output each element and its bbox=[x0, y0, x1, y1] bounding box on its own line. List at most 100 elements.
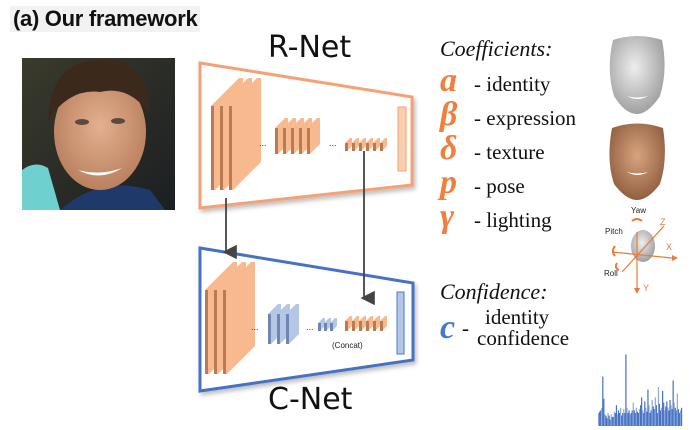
histogram-bar bbox=[634, 413, 636, 426]
delta-symbol: δ bbox=[440, 130, 458, 167]
rnet-conv-layer-mid-edge bbox=[299, 128, 302, 154]
histogram-bar bbox=[661, 407, 663, 426]
histogram-bar bbox=[633, 410, 635, 426]
histogram-bar bbox=[669, 400, 671, 426]
histogram-bar bbox=[622, 413, 624, 426]
histogram-bar bbox=[636, 411, 639, 426]
histogram-bar bbox=[635, 407, 637, 426]
histogram-bar bbox=[672, 380, 674, 426]
pose-axes-diagram bbox=[611, 218, 678, 294]
pose-pitch-label: Pitch bbox=[605, 227, 623, 236]
histogram-bar bbox=[647, 389, 649, 426]
histogram-bar bbox=[679, 410, 682, 426]
cnet-conv-layer-large-edge bbox=[214, 290, 217, 374]
coef-item-pose: p - pose bbox=[440, 164, 525, 201]
histogram-bar bbox=[642, 410, 644, 426]
histogram-bar bbox=[627, 413, 629, 426]
cnet-concat-layer-edge bbox=[380, 321, 383, 331]
histogram-bar bbox=[616, 414, 619, 426]
alpha-symbol: a bbox=[440, 62, 457, 99]
histogram-bar bbox=[601, 407, 603, 426]
cnet-conv-layer-mid bbox=[286, 304, 299, 344]
histogram-bar bbox=[609, 419, 611, 426]
cnet-conv-layer-large-edge bbox=[205, 290, 208, 374]
histogram-bar bbox=[651, 400, 653, 426]
rnet-conv-layer-mid-edge bbox=[307, 128, 310, 154]
histogram-bar bbox=[662, 390, 664, 426]
histogram-bar bbox=[611, 416, 613, 426]
histogram-bar bbox=[600, 410, 602, 426]
histogram-bar bbox=[646, 411, 648, 426]
histogram-bar bbox=[598, 413, 600, 426]
input-face-photo bbox=[22, 58, 175, 210]
histogram-bar bbox=[613, 411, 615, 426]
cnet-conv-layer-mid-edge bbox=[268, 314, 271, 344]
histogram-bar bbox=[663, 402, 665, 426]
rnet-ellipsis-2: ... bbox=[329, 138, 337, 148]
coef-item-lighting: γ - lighting bbox=[440, 198, 552, 235]
confidence-heading: Confidence: bbox=[440, 279, 548, 304]
cnet-conv-layer-small-edge bbox=[324, 323, 327, 331]
histogram-bar bbox=[619, 413, 621, 426]
rnet-conv-layer-small-edge bbox=[352, 143, 355, 151]
cnet-conv-layer-mid-edge bbox=[286, 314, 289, 344]
cnet-ellipsis-1: ... bbox=[251, 322, 259, 332]
histogram-bar bbox=[657, 387, 660, 426]
histogram-bar bbox=[620, 407, 622, 426]
histogram-bar bbox=[615, 405, 618, 426]
rnet-conv-layer-large-edge bbox=[229, 106, 232, 190]
pose-y-label: Y bbox=[643, 283, 649, 293]
confidence-legend: Confidence: c - identity confidence bbox=[440, 279, 570, 350]
rnet-label: R-Net bbox=[268, 30, 352, 65]
histogram-bar bbox=[670, 405, 672, 426]
concat-label: (Concat) bbox=[332, 341, 363, 350]
histogram-bar bbox=[666, 401, 668, 426]
pose-x-label: X bbox=[666, 242, 672, 252]
histogram-bar bbox=[677, 409, 679, 426]
histogram-bar bbox=[665, 406, 667, 426]
cnet-concat-layer-edge bbox=[345, 321, 348, 331]
histogram-bar bbox=[655, 405, 657, 426]
cnet-ellipsis-2: ... bbox=[306, 322, 314, 332]
histogram-bar bbox=[612, 416, 614, 426]
histogram-bar bbox=[674, 407, 676, 426]
pose-yaw-label: Yaw bbox=[631, 206, 646, 215]
histogram-bar bbox=[656, 413, 658, 426]
coefficients-heading: Coefficients: bbox=[440, 36, 553, 61]
rnet-conv-layer-large bbox=[229, 78, 261, 190]
histogram-bar bbox=[640, 405, 642, 426]
histogram-bar bbox=[607, 413, 609, 426]
histogram-bar bbox=[638, 409, 641, 426]
histogram-bar bbox=[625, 354, 627, 426]
rnet-conv-layer-small-edge bbox=[373, 143, 376, 151]
reconstructed-textured-face bbox=[609, 123, 665, 200]
rnet-layers bbox=[211, 78, 407, 190]
rnet-conv-layer-mid-edge bbox=[275, 128, 278, 154]
histogram-bar bbox=[658, 403, 661, 426]
rnet-conv-layer-small-edge bbox=[359, 143, 362, 151]
rnet-conv-layer-large-edge bbox=[211, 106, 214, 190]
histogram-bar bbox=[624, 413, 626, 426]
cnet-label: C-Net bbox=[268, 382, 353, 417]
histogram-bar bbox=[654, 397, 656, 426]
cnet-conv-layer-small-edge bbox=[330, 323, 333, 331]
coef-item-identity: a - identity bbox=[440, 62, 551, 99]
coefficients-legend: Coefficients: a - identity β - expressio… bbox=[440, 36, 576, 235]
histogram-bar bbox=[630, 413, 632, 426]
histogram-bar bbox=[648, 405, 650, 426]
histogram-bar bbox=[637, 413, 640, 426]
histogram-bar bbox=[678, 413, 681, 426]
histogram-bar bbox=[606, 418, 608, 426]
histogram-bar bbox=[649, 413, 651, 426]
histogram-bar bbox=[603, 398, 605, 426]
rnet-ellipsis-1: ... bbox=[259, 138, 267, 148]
cnet-fc-output bbox=[396, 291, 405, 355]
histogram-bar bbox=[680, 407, 683, 426]
c-symbol: c bbox=[440, 309, 456, 346]
histogram-bar bbox=[614, 413, 616, 426]
histogram-bar bbox=[673, 402, 675, 426]
cnet-conv-layer-mid-edge bbox=[277, 314, 280, 344]
histogram-bar bbox=[631, 410, 633, 426]
cnet-layers bbox=[205, 262, 405, 374]
